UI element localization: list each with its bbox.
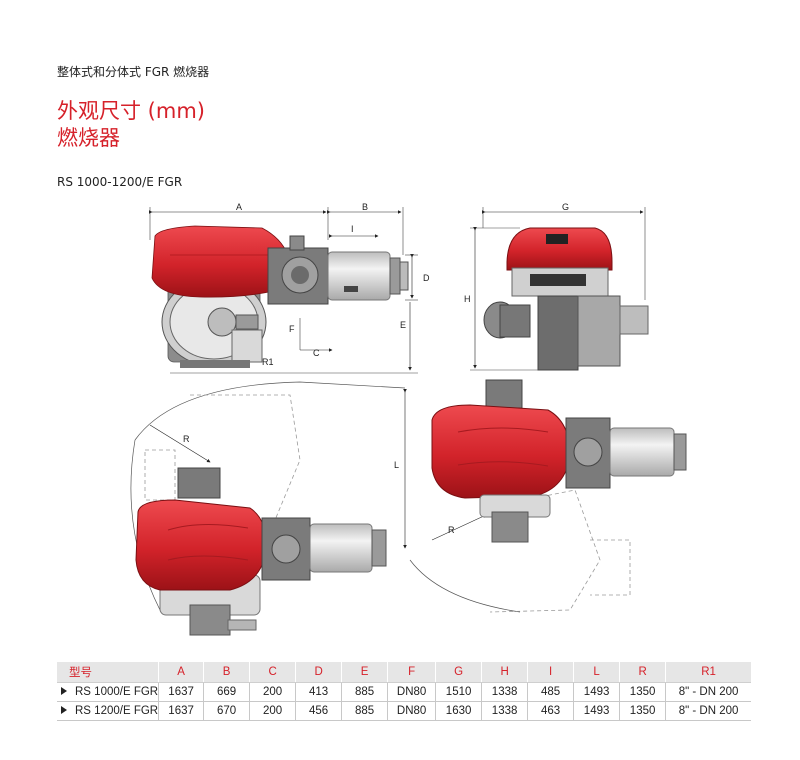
- dim-label-c: C: [313, 348, 320, 358]
- burner-dimension-drawing: A B I D E F C R1 G H: [130, 202, 687, 636]
- dim-label-a: A: [236, 202, 242, 212]
- table-cell: 885: [341, 701, 388, 721]
- table-cell: 1350: [619, 682, 666, 702]
- header-r: R: [619, 662, 666, 683]
- table-cell: 8" - DN 200: [665, 701, 751, 721]
- dim-label-f: F: [289, 324, 295, 334]
- title-line-1: 外观尺寸 (mm): [57, 99, 205, 123]
- header-model: 型号: [57, 662, 159, 683]
- header-f: F: [387, 662, 436, 683]
- dim-label-e: E: [400, 320, 406, 330]
- dim-label-d: D: [423, 273, 430, 283]
- title-line-2: 燃烧器: [57, 126, 120, 150]
- dim-label-l: L: [394, 460, 399, 470]
- table-cell: 200: [249, 682, 296, 702]
- table-cell: 1338: [481, 682, 528, 702]
- table-cell: 670: [203, 701, 250, 721]
- header-l: L: [573, 662, 620, 683]
- table-row: RS 1200/E FGR 1637 670 200 456 885 DN80 …: [57, 701, 751, 721]
- table-cell: DN80: [387, 701, 436, 721]
- table-cell: 485: [527, 682, 574, 702]
- header-c: C: [249, 662, 296, 683]
- dim-label-r-upper: R: [183, 434, 190, 444]
- dim-label-r1: R1: [262, 357, 274, 367]
- document-supertitle: 整体式和分体式 FGR 燃烧器: [57, 65, 210, 79]
- header-b: B: [203, 662, 250, 683]
- table-cell: 1630: [435, 701, 482, 721]
- table-cell: 669: [203, 682, 250, 702]
- model-cell: RS 1000/E FGR: [57, 682, 159, 702]
- table-cell: 1338: [481, 701, 528, 721]
- header-r1: R1: [665, 662, 751, 683]
- header-e: E: [341, 662, 388, 683]
- model-cell: RS 1200/E FGR: [57, 701, 159, 721]
- bullet-arrow-icon: [61, 706, 67, 715]
- table-cell: 8" - DN 200: [665, 682, 751, 702]
- table-cell: 1637: [158, 701, 204, 721]
- table-cell: 1493: [573, 682, 620, 702]
- table-header-row: 型号 A B C D E F G H I L R R1: [57, 662, 751, 683]
- table-cell: 200: [249, 701, 296, 721]
- table-cell: 885: [341, 682, 388, 702]
- table-cell: 463: [527, 701, 574, 721]
- dimensions-table: 型号 A B C D E F G H I L R R1 RS 1000/E FG…: [57, 662, 751, 721]
- model-heading: RS 1000-1200/E FGR: [57, 175, 183, 189]
- table-cell: 413: [295, 682, 342, 702]
- table-cell: 1510: [435, 682, 482, 702]
- dim-label-b: B: [362, 202, 368, 212]
- dim-label-r-lower: R: [448, 525, 455, 535]
- header-h: H: [481, 662, 528, 683]
- header-i: I: [527, 662, 574, 683]
- table-cell: 1350: [619, 701, 666, 721]
- front-view: G H: [464, 202, 649, 371]
- table-cell: DN80: [387, 682, 436, 702]
- bullet-arrow-icon: [61, 687, 67, 696]
- table-cell: 1493: [573, 701, 620, 721]
- header-g: G: [435, 662, 482, 683]
- table-cell: 1637: [158, 682, 204, 702]
- dim-label-g: G: [562, 202, 569, 212]
- dim-label-i: I: [351, 224, 354, 234]
- header-d: D: [295, 662, 342, 683]
- side-view: A B I D E F C R1: [149, 202, 430, 374]
- header-a: A: [158, 662, 204, 683]
- table-row: RS 1000/E FGR 1637 669 200 413 885 DN80 …: [57, 682, 751, 702]
- table-cell: 456: [295, 701, 342, 721]
- document-title: 外观尺寸 (mm) 燃烧器: [57, 98, 205, 152]
- dim-label-h: H: [464, 294, 471, 304]
- swing-view: L R R: [130, 379, 687, 636]
